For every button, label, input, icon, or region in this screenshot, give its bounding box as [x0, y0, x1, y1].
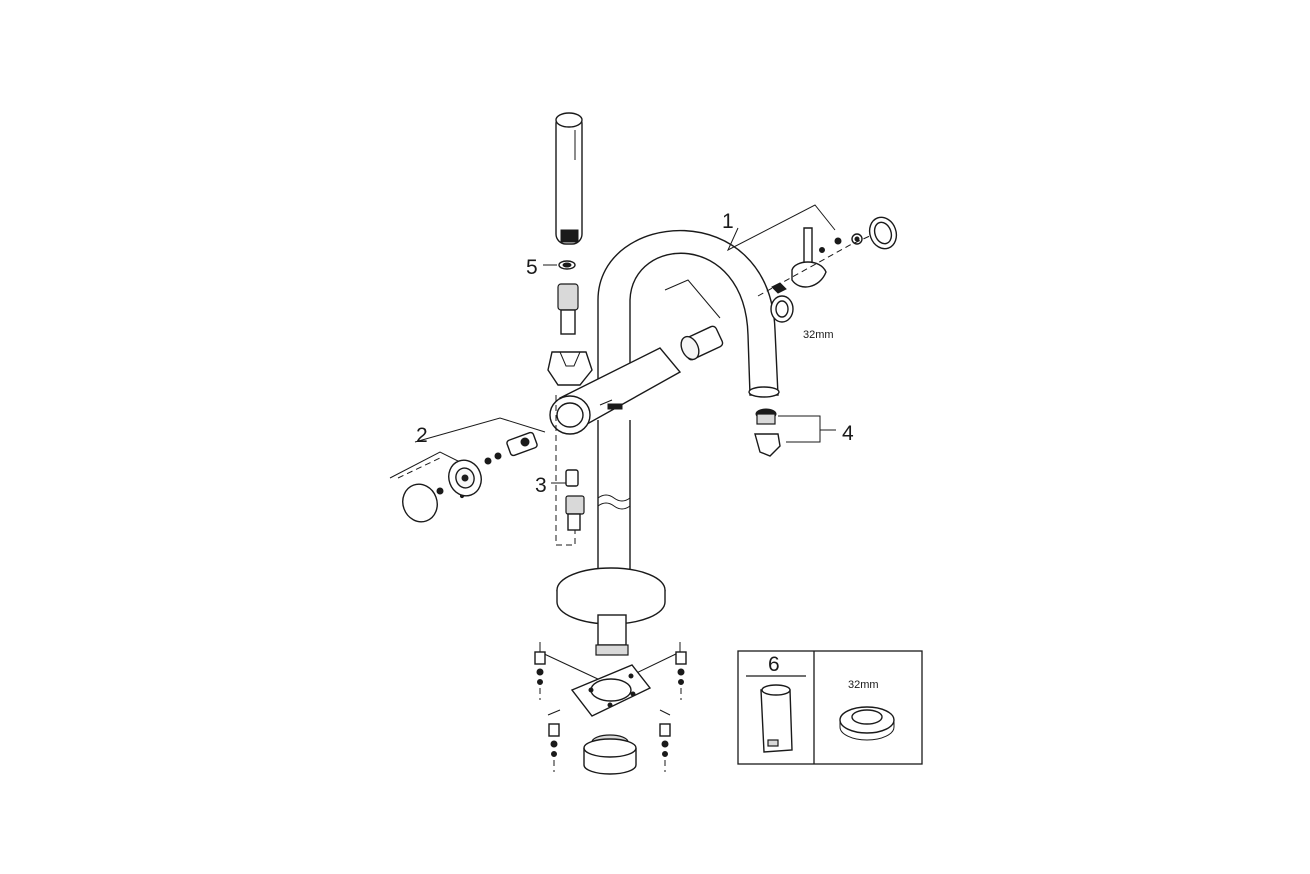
threaded-sleeve	[583, 734, 637, 775]
shower-holder	[547, 351, 593, 386]
lever-handle	[791, 227, 827, 288]
hand-shower	[555, 112, 583, 245]
spindle-nut	[771, 282, 787, 294]
mounting-group	[534, 642, 687, 775]
callout-6: 6	[768, 653, 780, 676]
cartridge-left	[506, 431, 538, 457]
cap-button	[402, 483, 438, 523]
anchor-screw-4	[659, 723, 671, 772]
part-1-group	[664, 204, 898, 361]
anchor-screw-2	[675, 651, 687, 700]
nut-32mm	[770, 295, 794, 323]
part-4-group	[754, 408, 836, 457]
mixer-body	[549, 347, 682, 435]
part-2-group	[389, 417, 546, 523]
aerator-insert	[755, 408, 777, 425]
anchor-screw-1	[534, 651, 546, 700]
mounting-plate	[570, 664, 652, 717]
spindle-washers-left	[484, 452, 502, 465]
part-6-inset	[737, 650, 923, 765]
cover-ring-right	[868, 216, 898, 250]
nut-size-label: 32mm	[803, 329, 834, 341]
tool-size-label: 32mm	[848, 679, 879, 691]
cartridge-right	[664, 279, 724, 361]
anchor-screw-3	[548, 723, 560, 772]
part-3-group	[551, 395, 585, 546]
callout-5: 5	[526, 256, 538, 279]
callout-2: 2	[416, 424, 428, 447]
spout-body	[597, 229, 780, 586]
handle-left	[448, 459, 482, 497]
cartridge-tool	[760, 684, 793, 753]
hand-shower-washer	[558, 260, 576, 270]
floor-rosette	[556, 567, 666, 656]
tool-ring	[839, 706, 895, 741]
callout-3: 3	[535, 474, 547, 497]
callout-4: 4	[842, 422, 854, 445]
callout-1: 1	[722, 210, 734, 233]
hose-connector-top	[557, 283, 579, 335]
aerator-housing	[754, 433, 781, 457]
small-screws	[819, 233, 863, 253]
